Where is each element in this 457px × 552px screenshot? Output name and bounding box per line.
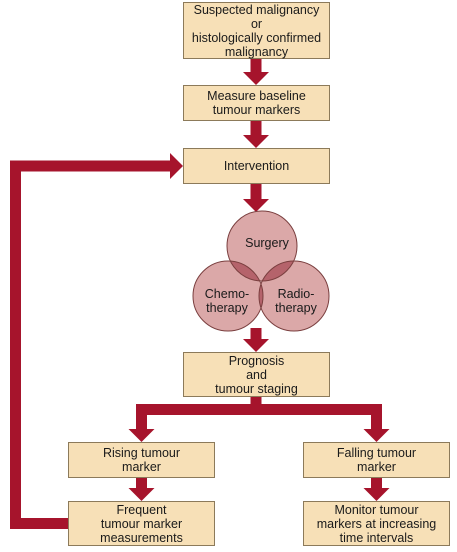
arrow-intervention-to-venn-head — [243, 199, 269, 212]
monitor-line-1: Monitor tumour — [334, 502, 419, 517]
venn-circle-surgery — [227, 211, 297, 281]
rising-line-2: marker — [122, 460, 161, 474]
arrow-suspected-to-baseline-head — [243, 72, 269, 85]
arrows-layer — [10, 59, 390, 529]
venn-circle-chemotherapy — [193, 261, 263, 331]
arrow-rising-to-frequent-head — [128, 488, 155, 501]
prognosis-line-1: Prognosis — [228, 353, 285, 368]
arrow-venn-to-prognosis-shaft — [250, 328, 262, 339]
frequent-line-3: measurements — [100, 530, 183, 545]
arrow-baseline-to-intervention-head — [243, 135, 269, 148]
chemo-line-2: therapy — [206, 301, 248, 315]
prognosis-line-3: tumour staging — [215, 381, 298, 396]
radiotherapy-label: Radio- therapy — [264, 287, 328, 315]
arrow-rising-to-frequent-shaft — [136, 478, 147, 488]
arrow-to-rising-head — [128, 429, 155, 442]
monitor-line-2: markers at increasing — [316, 516, 437, 531]
radio-line-2: therapy — [275, 301, 317, 315]
radio-line-1: Radio- — [277, 287, 315, 301]
venn-circle-radiotherapy-outline — [258, 260, 330, 332]
arrow-falling-to-monitor-shaft — [371, 478, 382, 488]
split-bar — [136, 404, 382, 415]
arrow-falling-to-monitor-head — [363, 488, 390, 501]
rising-marker-box: Rising tumour marker — [68, 442, 215, 478]
frequent-line-1: Frequent — [116, 502, 167, 517]
falling-marker-box: Falling tumour marker — [303, 442, 450, 478]
chemotherapy-label: Chemo- therapy — [192, 287, 262, 315]
suspected-line-4: malignancy — [224, 44, 289, 59]
arrow-to-falling-shaft — [371, 404, 382, 429]
arrow-suspected-to-baseline-shaft — [250, 59, 262, 72]
venn-circle-chemotherapy-outline — [192, 260, 264, 332]
monitor-markers-box: Monitor tumour markers at increasing tim… — [303, 501, 450, 546]
venn-diagram — [192, 210, 330, 332]
rising-line-1: Rising tumour — [102, 446, 181, 460]
frequent-line-2: tumour marker — [100, 516, 183, 531]
loop-arrow-head — [170, 153, 183, 179]
prognosis-staging-box: Prognosis and tumour staging — [183, 352, 330, 397]
chemo-line-1: Chemo- — [204, 287, 250, 301]
frequent-measurements-box: Frequent tumour marker measurements — [68, 501, 215, 546]
venn-circle-radiotherapy — [259, 261, 329, 331]
monitor-line-3: time intervals — [339, 530, 414, 545]
baseline-line-2: tumour markers — [212, 103, 301, 117]
suspected-line-3: histologically confirmed — [191, 30, 322, 45]
surgery-label: Surgery — [228, 236, 306, 250]
arrow-to-rising-shaft — [136, 404, 147, 429]
intervention-box: Intervention — [183, 148, 330, 184]
falling-line-2: marker — [357, 460, 396, 474]
prognosis-line-2: and — [246, 367, 267, 382]
loop-bottom-bar — [10, 518, 68, 529]
loop-left-bar — [10, 160, 21, 529]
suspected-malignancy-box: Suspected malignancy or histologically c… — [183, 2, 330, 59]
loop-top-bar — [10, 160, 170, 172]
arrow-venn-to-prognosis-head — [243, 339, 269, 352]
surgery-line-1: Surgery — [245, 236, 289, 250]
suspected-line-2: or — [250, 16, 263, 31]
arrow-baseline-to-intervention-shaft — [250, 121, 262, 135]
arrow-to-falling-head — [363, 429, 390, 442]
baseline-markers-box: Measure baseline tumour markers — [183, 85, 330, 121]
baseline-line-1: Measure baseline — [207, 89, 306, 103]
split-stem — [250, 397, 262, 409]
suspected-line-1: Suspected malignancy — [193, 2, 320, 17]
intervention-line-1: Intervention — [223, 159, 290, 173]
arrow-intervention-to-venn-shaft — [250, 184, 262, 199]
falling-line-1: Falling tumour — [336, 446, 417, 460]
